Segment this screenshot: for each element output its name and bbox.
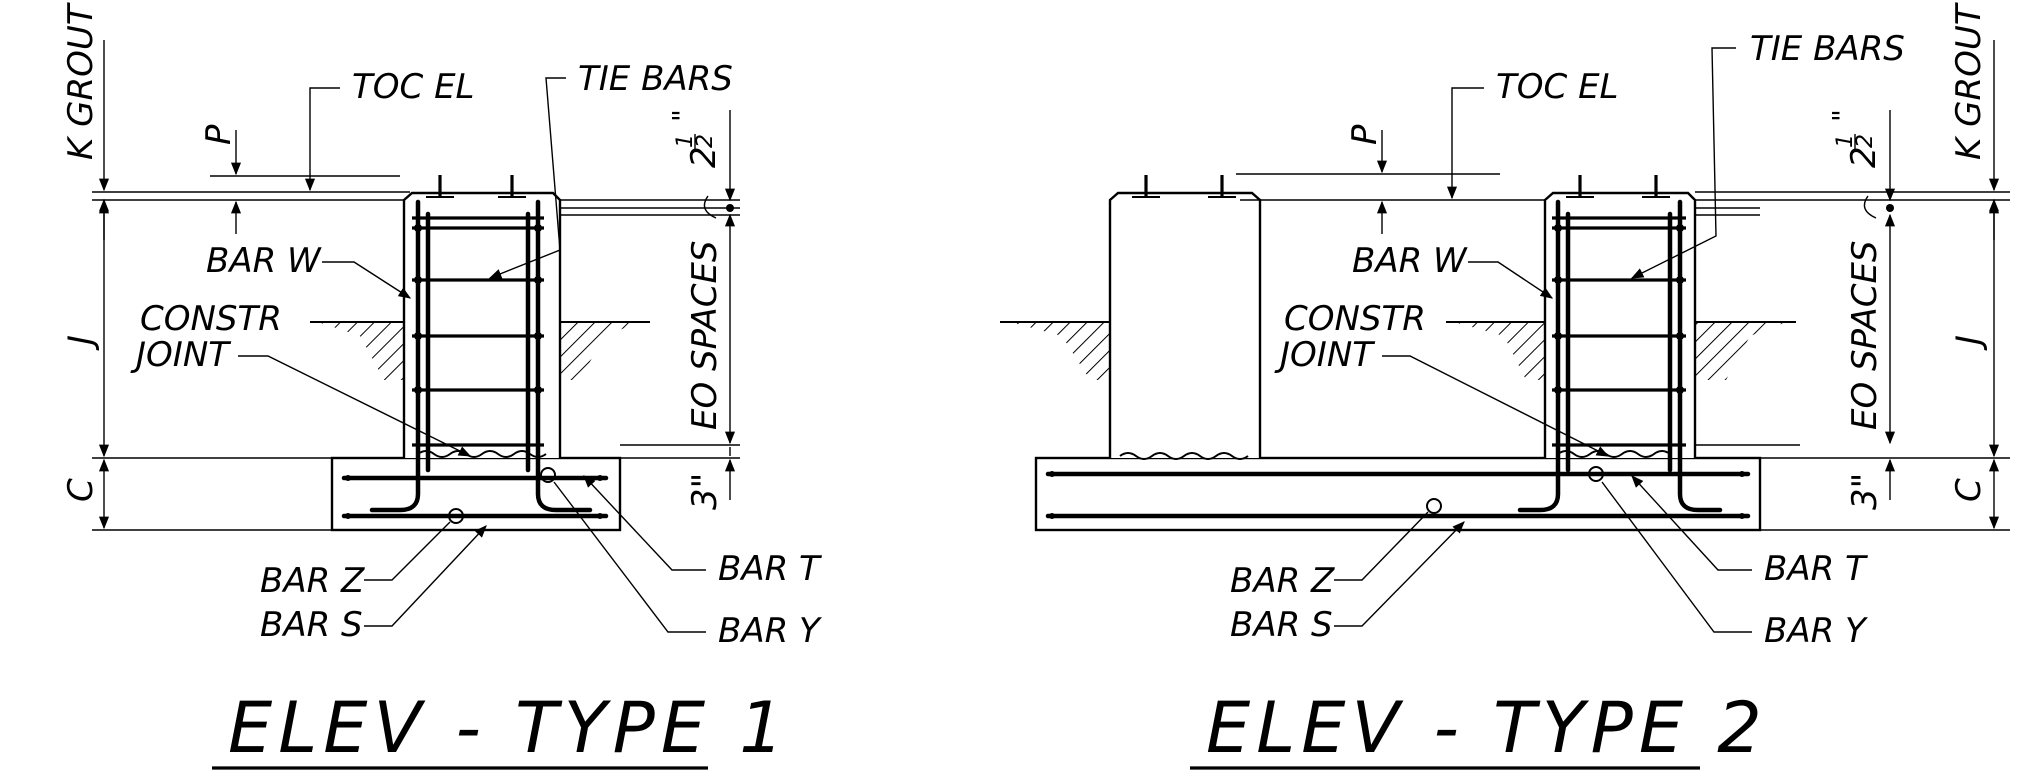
bar-y-symbol-2 <box>1588 466 1604 482</box>
three-in-label-2: 3" <box>1845 473 1885 510</box>
footing-type-1 <box>330 456 622 532</box>
bar-y-label-2: BAR Y <box>1764 611 1868 651</box>
vertical-bar-right <box>535 199 593 513</box>
title-type-2: ELEV - TYPE 2 <box>1206 687 1768 769</box>
soil-hatch-2a <box>1010 322 1110 380</box>
eo-spaces-label-1: EO SPACES <box>685 240 725 430</box>
bar-t-label-2: BAR T <box>1764 549 1868 589</box>
joint-label-2: JOINT <box>1274 335 1375 375</box>
bar-s-label-2: BAR S <box>1230 605 1333 645</box>
svg-text:2: 2 <box>693 134 718 148</box>
bar-t-label-1: BAR T <box>718 549 822 589</box>
k-grout-label-2: K GROUT <box>1949 2 1989 160</box>
toc-el-label-2: TOC EL <box>1496 67 1619 107</box>
pedestal-type-2 <box>1108 191 1262 458</box>
soil-hatch-2b <box>1454 322 1545 380</box>
stem-type-2 <box>1543 191 1697 458</box>
soil-hatch-right <box>560 322 640 380</box>
bar-w-label-2: BAR W <box>1352 241 1468 281</box>
constr-label-2: CONSTR <box>1284 299 1426 339</box>
svg-text:1: 1 <box>673 134 698 148</box>
svg-text:": " <box>666 109 699 122</box>
j-dim-label-2: J <box>1949 335 1989 351</box>
k-grout-label-1: K GROUT <box>61 2 101 160</box>
constr-label-1: CONSTR <box>140 299 282 339</box>
j-dim-label-1: J <box>61 335 101 351</box>
elevation-type-2: P TOC EL TIE BARS BAR W CONSTR JOINT 2 1… <box>1000 2 2010 770</box>
bar-y-label-1: BAR Y <box>718 611 822 651</box>
tie-bars-label-1: TIE BARS <box>578 59 733 99</box>
svg-text:": " <box>1826 109 1859 122</box>
footing-type-2 <box>1034 456 1762 532</box>
svg-text:2: 2 <box>1853 134 1878 148</box>
bar-z-label-2: BAR Z <box>1230 561 1335 601</box>
soil-hatch-2c <box>1695 322 1786 380</box>
two-and-half-dim-1: 2 1 2 " <box>666 109 724 168</box>
bar-s-label-1: BAR S <box>260 605 363 645</box>
elevation-type-1: K GROUT J C P TOC EL TIE BARS BAR W CONS… <box>61 2 822 770</box>
svg-text:1: 1 <box>1833 134 1858 148</box>
c-dim-label-2: C <box>1949 478 1989 502</box>
soil-hatch-left <box>318 322 404 380</box>
title-type-1: ELEV - TYPE 1 <box>228 687 790 769</box>
tie-bars-label-2: TIE BARS <box>1750 29 1905 69</box>
svg-text:2: 2 <box>1844 146 1884 168</box>
bar-z-symbol-2 <box>1426 498 1442 514</box>
construction-joint-line <box>417 450 547 458</box>
bar-z-label-1: BAR Z <box>260 561 365 601</box>
bar-z-symbol-1 <box>448 508 464 524</box>
svg-text:2: 2 <box>684 146 724 168</box>
joint-label-1: JOINT <box>130 335 231 375</box>
vertical-bar-left <box>369 199 421 513</box>
toc-el-label-1: TOC EL <box>352 67 475 107</box>
eo-spaces-label-2: EO SPACES <box>1845 240 1885 430</box>
bar-w-label-1: BAR W <box>206 241 322 281</box>
p-dim-label-2: P <box>1345 124 1385 145</box>
three-in-label-1: 3" <box>685 473 725 510</box>
bar-y-symbol-1 <box>540 467 556 483</box>
p-dim-label-1: P <box>199 124 239 145</box>
two-and-half-dim-2: 2 1 2 " <box>1826 109 1884 168</box>
c-dim-label-1: C <box>61 478 101 502</box>
